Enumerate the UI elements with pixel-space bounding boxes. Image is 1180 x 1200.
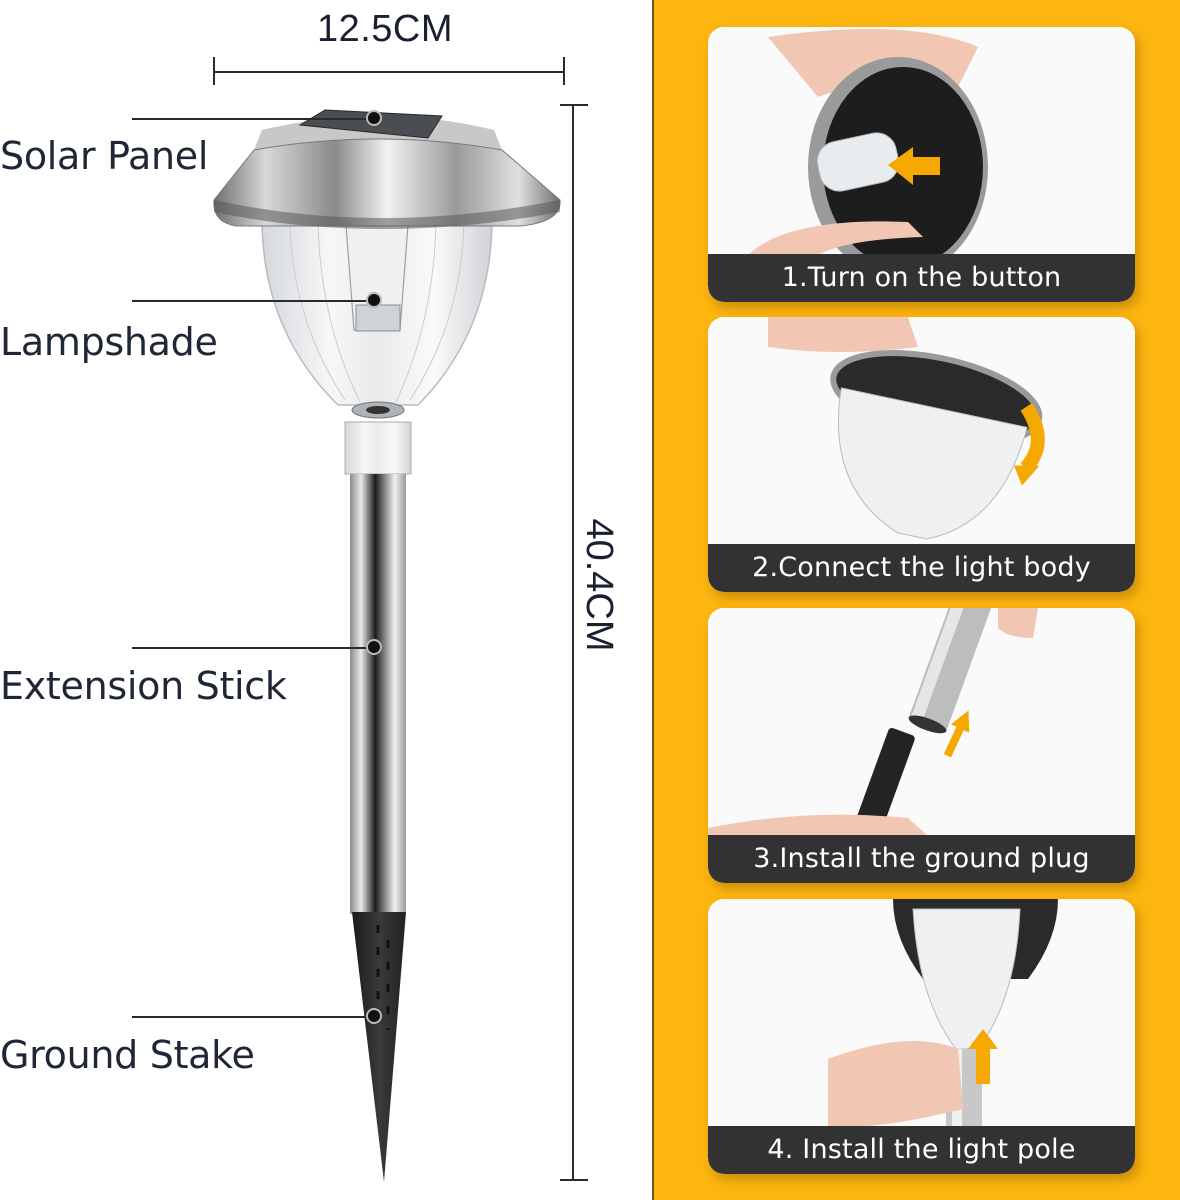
- step-card-2: 2.Connect the light body: [708, 317, 1135, 592]
- step-caption-1: 1.Turn on the button: [708, 254, 1135, 302]
- step-3-photo-install-ground-plug: [708, 608, 1135, 836]
- step-caption-4: 4. Install the light pole: [708, 1126, 1135, 1174]
- step-card-3: 3.Install the ground plug: [708, 608, 1135, 883]
- width-dimension-label: 12.5CM: [316, 8, 454, 50]
- label-lampshade: Lampshade: [0, 320, 218, 364]
- step-caption-2: 2.Connect the light body: [708, 544, 1135, 592]
- rotate-arrow-icon: [1013, 465, 1040, 486]
- width-dimension-cap-right: [563, 57, 565, 85]
- leader-line-lampshade: [132, 300, 374, 302]
- up-arrow-icon: [968, 1029, 998, 1084]
- label-ground-stake: Ground Stake: [0, 1033, 255, 1077]
- leader-line-solar-panel: [132, 118, 374, 120]
- solar-lamp-illustration: [213, 109, 561, 1182]
- leader-line-ground-stake: [132, 1016, 374, 1018]
- label-solar-panel: Solar Panel: [0, 134, 209, 178]
- width-dimension-line: [214, 71, 564, 73]
- marker-dot-solar-panel: [366, 110, 382, 126]
- installation-steps-panel: 1.Turn on the button 2.Connect the light…: [652, 0, 1180, 1200]
- step-caption-3: 3.Install the ground plug: [708, 835, 1135, 883]
- step-2-photo-connect-light-body: [708, 317, 1135, 545]
- height-dimension-line: [572, 105, 574, 1180]
- step-1-photo-turn-on-button: [708, 27, 1135, 255]
- marker-dot-extension-stick: [366, 639, 382, 655]
- product-diagram: 12.5CM 40.4CM: [0, 8, 620, 1182]
- width-dimension-cap-left: [213, 57, 215, 85]
- up-arrow-icon: [943, 710, 970, 758]
- marker-dot-ground-stake: [366, 1008, 382, 1024]
- leader-line-extension-stick: [132, 647, 374, 649]
- label-extension-stick: Extension Stick: [0, 664, 287, 708]
- height-dimension-cap-top: [560, 104, 588, 106]
- step-card-1: 1.Turn on the button: [708, 27, 1135, 302]
- step-card-4: 4. Install the light pole: [708, 899, 1135, 1174]
- marker-dot-lampshade: [366, 292, 382, 308]
- step-4-photo-install-light-pole: [708, 899, 1135, 1127]
- arrow-icon: [888, 147, 940, 185]
- height-dimension-cap-bottom: [560, 1179, 588, 1181]
